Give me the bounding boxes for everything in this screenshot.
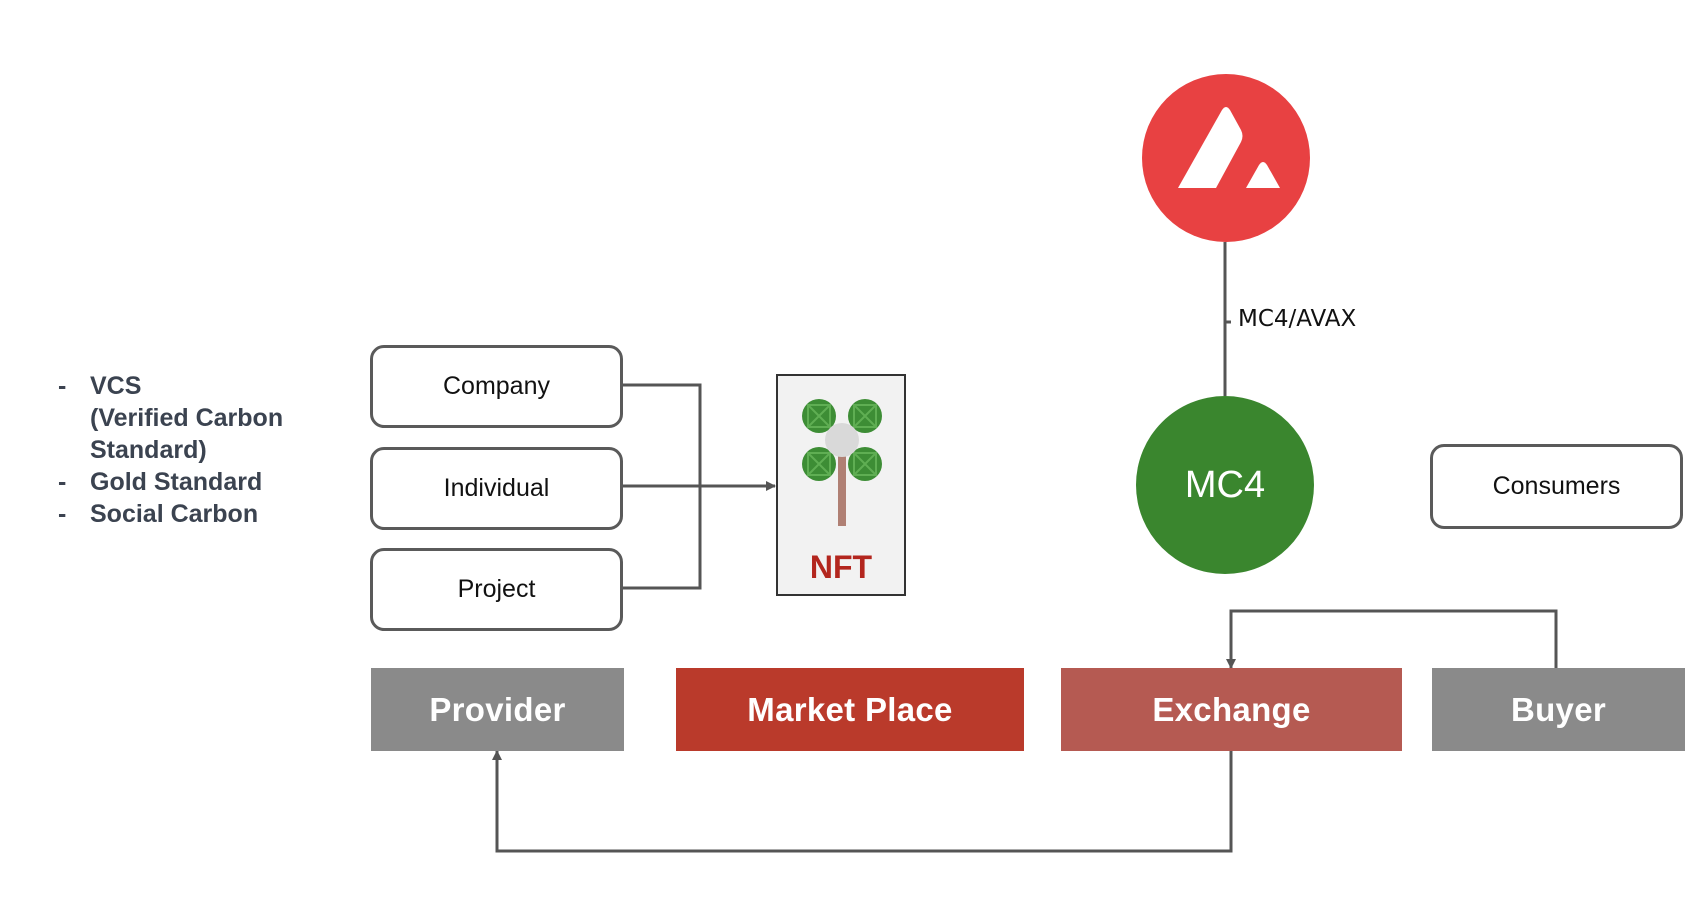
consumers-box: Consumers xyxy=(1430,444,1683,529)
leaf-icon xyxy=(802,447,836,481)
avalanche-logo xyxy=(1142,74,1310,242)
leaf-icon xyxy=(848,447,882,481)
standard-label: Social Carbon xyxy=(90,500,259,528)
tree-icon xyxy=(802,399,882,526)
source-company: Company xyxy=(370,345,623,428)
standards-list: - VCS (Verified Carbon Standard) - Gold … xyxy=(58,370,358,530)
arrow-buyer-to-exchange xyxy=(1226,609,1558,669)
standard-label: Gold Standard xyxy=(90,468,263,496)
nft-label: NFT xyxy=(809,549,873,585)
role-buyer: Buyer xyxy=(1432,668,1685,751)
bullet-dash: - xyxy=(58,468,67,496)
standard-item: - VCS (Verified Carbon Standard) xyxy=(58,370,358,466)
bullet-dash: - xyxy=(58,500,67,528)
standard-item: - Social Carbon xyxy=(58,498,358,530)
source-individual: Individual xyxy=(370,447,623,530)
role-exchange: Exchange xyxy=(1061,668,1402,751)
leaf-icon xyxy=(802,399,836,433)
role-market-place: Market Place xyxy=(676,668,1024,751)
connector-company xyxy=(623,383,702,486)
role-provider: Provider xyxy=(371,668,624,751)
nft-card: NFT xyxy=(776,374,906,596)
trading-pair-label: MC4/AVAX xyxy=(1238,306,1357,332)
avalanche-icon xyxy=(1178,107,1280,188)
leaf-icon xyxy=(848,399,882,433)
arrow-exchange-to-provider xyxy=(492,750,1233,853)
connector-project xyxy=(623,486,702,590)
bullet-dash: - xyxy=(58,372,67,400)
source-project: Project xyxy=(370,548,623,631)
standard-item: - Gold Standard xyxy=(58,466,358,498)
mc4-token: MC4 xyxy=(1136,396,1314,574)
standard-label: VCS (Verified Carbon Standard) xyxy=(90,372,284,464)
